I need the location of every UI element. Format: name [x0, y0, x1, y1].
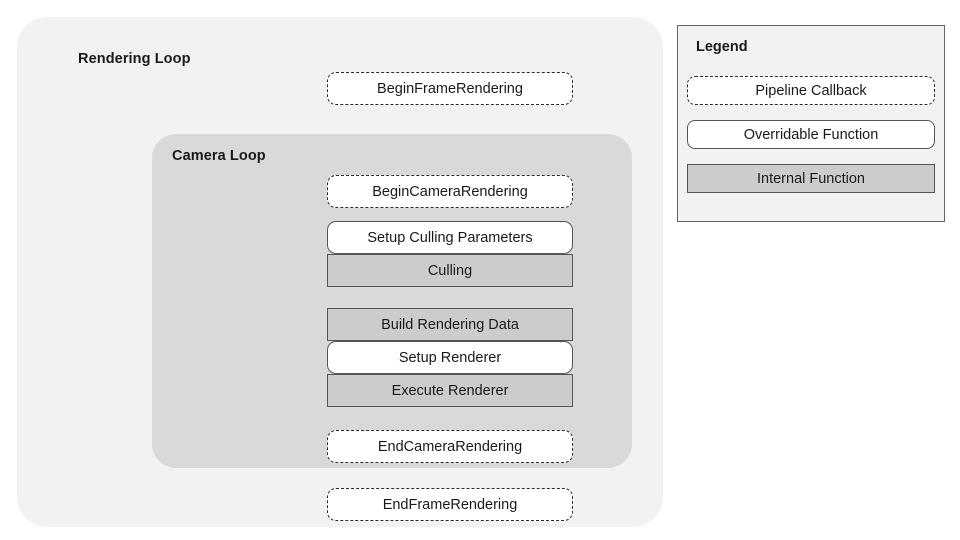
node-execute-renderer[interactable]: Execute Renderer	[327, 374, 573, 407]
node-begin-frame-rendering[interactable]: BeginFrameRendering	[327, 72, 573, 105]
legend-item-overridable-function: Overridable Function	[687, 120, 935, 149]
legend-title: Legend	[696, 39, 748, 55]
node-setup-culling-parameters[interactable]: Setup Culling Parameters	[327, 221, 573, 254]
node-build-rendering-data[interactable]: Build Rendering Data	[327, 308, 573, 341]
node-culling[interactable]: Culling	[327, 254, 573, 287]
rendering-loop-container: Rendering Loop BeginFrameRendering Camer…	[17, 17, 663, 527]
node-setup-renderer[interactable]: Setup Renderer	[327, 341, 573, 374]
node-end-frame-rendering[interactable]: EndFrameRendering	[327, 488, 573, 521]
legend-item-pipeline-callback: Pipeline Callback	[687, 76, 935, 105]
node-begin-camera-rendering[interactable]: BeginCameraRendering	[327, 175, 573, 208]
legend-panel: Legend Pipeline Callback Overridable Fun…	[677, 25, 945, 222]
camera-loop-title: Camera Loop	[172, 148, 266, 164]
rendering-loop-title: Rendering Loop	[78, 51, 191, 67]
legend-item-internal-function: Internal Function	[687, 164, 935, 193]
node-end-camera-rendering[interactable]: EndCameraRendering	[327, 430, 573, 463]
